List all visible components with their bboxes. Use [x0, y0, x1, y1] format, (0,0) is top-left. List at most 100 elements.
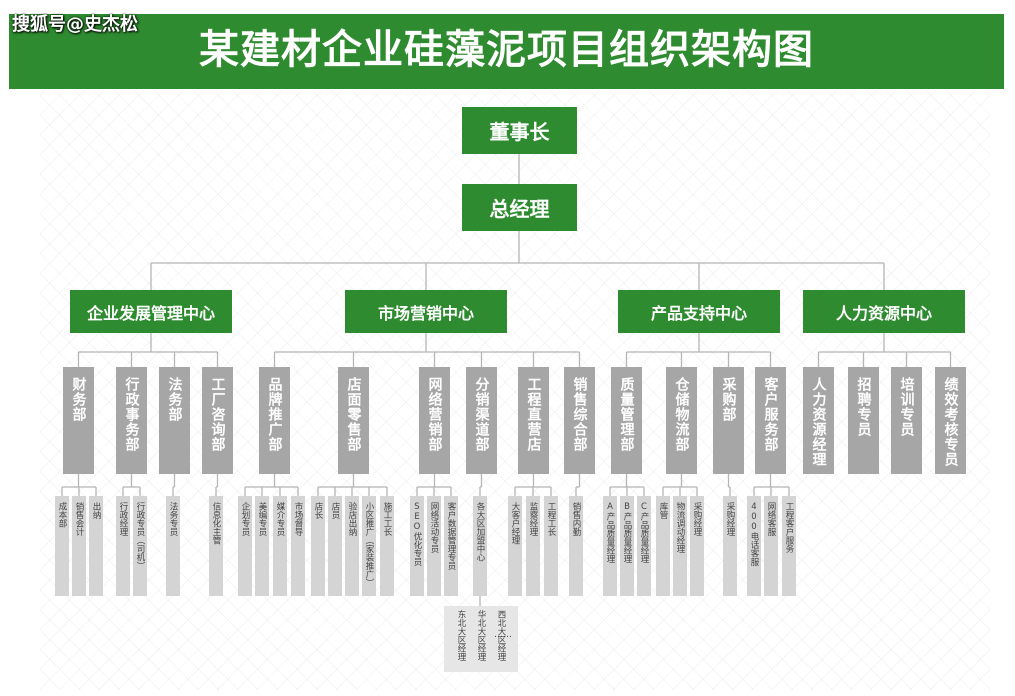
department-label: 店面零售部	[345, 377, 362, 452]
position-box: C产品质量经理	[637, 496, 651, 596]
position-box: 信息化主管	[209, 496, 223, 596]
position-label: 400电话客服	[749, 502, 759, 566]
position-label: 美编专员	[257, 502, 267, 536]
region-item: 西北大区经理	[496, 610, 506, 661]
department-box: 客户服务部	[755, 367, 786, 474]
position-label: 网络客服	[766, 502, 776, 536]
position-box: 工程工长	[544, 496, 558, 596]
position-label: 小区推广（家装推广）	[364, 502, 374, 587]
department-label: 培训专员	[898, 377, 915, 437]
position-box: 小区推广（家装推广）	[362, 496, 376, 596]
department-box: 招聘专员	[848, 367, 879, 474]
department-box: 人力资源经理	[803, 367, 834, 474]
position-box: 店长	[311, 496, 325, 596]
position-box: 库管	[656, 496, 670, 596]
department-label: 人力资源经理	[810, 377, 827, 467]
position-box: 采购经理	[723, 496, 737, 596]
center-label: 产品支持中心	[650, 303, 747, 323]
position-label: 工程工长	[546, 502, 556, 536]
position-label: 采购经理	[692, 502, 702, 536]
position-label: 出纳	[91, 502, 101, 519]
department-label: 法务部	[166, 377, 183, 422]
position-box: 行政经理	[116, 496, 130, 596]
center-box-enterprise: 企业发展管理中心	[70, 290, 232, 333]
position-label: 市场督导	[293, 502, 303, 536]
position-box: 物流调动经理	[673, 496, 687, 596]
gm-label: 总经理	[489, 197, 550, 221]
department-label: 品牌推广部	[266, 377, 283, 452]
position-label: 客户数据管理专员	[446, 502, 456, 570]
region-ellipsis: ……	[494, 630, 512, 640]
department-box: 工厂咨询部	[202, 367, 233, 474]
position-label: 店长	[313, 502, 323, 519]
department-box: 店面零售部	[338, 367, 369, 474]
page-title: 某建材企业硅藻泥项目组织架构图	[199, 27, 814, 73]
department-label: 质量管理部	[618, 377, 635, 452]
position-label: 企划专员	[240, 502, 250, 536]
position-label: 物流调动经理	[675, 502, 685, 553]
position-label: 各大区加盟中心	[475, 502, 485, 562]
department-box: 仓储物流部	[666, 367, 697, 474]
position-box: 监察经理	[526, 496, 540, 596]
department-label: 财务部	[70, 377, 87, 422]
center-box-hr: 人力资源中心	[803, 290, 965, 333]
department-box: 品牌推广部	[259, 367, 290, 474]
position-box: 美编专员	[255, 496, 269, 596]
position-label: B产品质量经理	[622, 502, 632, 563]
position-label: 施工工长	[382, 502, 392, 536]
position-label: 行政专员（司机）	[135, 502, 145, 570]
department-box: 行政事务部	[116, 367, 147, 474]
department-label: 工厂咨询部	[209, 377, 226, 452]
department-label: 分销渠道部	[473, 377, 490, 452]
position-box: 媒介专员	[273, 496, 287, 596]
department-label: 绩效考核专员	[942, 377, 959, 467]
department-box: 财务部	[63, 367, 94, 474]
department-box: 法务部	[159, 367, 190, 474]
department-label: 销售综合部	[571, 377, 588, 452]
position-label: 成本部	[57, 502, 67, 528]
position-label: 验店出纳	[347, 502, 357, 536]
position-box: 行政专员（司机）	[133, 496, 147, 596]
position-label: A产品质量经理	[605, 502, 615, 563]
position-label: 销售内勤	[571, 502, 581, 536]
position-label: 库管	[658, 502, 668, 519]
position-label: 销售会计	[74, 502, 84, 536]
position-box: 店员	[328, 496, 342, 596]
position-label: SEO优化专员	[412, 502, 422, 566]
department-label: 采购部	[720, 377, 737, 422]
position-box: 大客户经理	[508, 496, 522, 596]
chairman-box: 董事长	[462, 107, 577, 154]
department-box: 工程直营店	[518, 367, 549, 474]
position-label: C产品质量经理	[639, 502, 649, 563]
gm-box: 总经理	[462, 184, 577, 231]
region-box: 东北大区经理 华北大区经理 西北大区经理	[444, 606, 518, 672]
center-label: 市场营销中心	[377, 303, 474, 323]
position-label: 网络活动专员	[429, 502, 439, 553]
department-box: 销售综合部	[564, 367, 595, 474]
department-box: 质量管理部	[611, 367, 642, 474]
position-label: 法务专员	[168, 502, 178, 536]
position-box: 市场督导	[291, 496, 305, 596]
position-box: 销售内勤	[569, 496, 583, 596]
department-label: 行政事务部	[123, 377, 140, 452]
position-box: 采购经理	[690, 496, 704, 596]
watermark: 搜狐号@史杰松	[12, 14, 138, 35]
department-box: 分销渠道部	[466, 367, 497, 474]
department-label: 工程直营店	[525, 377, 542, 452]
position-label: 媒介专员	[275, 502, 285, 536]
position-label: 工程客户服务	[784, 502, 794, 553]
position-box: SEO优化专员	[410, 496, 424, 596]
position-box: 法务专员	[166, 496, 180, 596]
center-box-product: 产品支持中心	[618, 290, 780, 333]
position-box: 成本部	[55, 496, 69, 596]
region-item: 华北大区经理	[476, 610, 486, 661]
position-box: 工程客户服务	[782, 496, 796, 596]
chairman-label: 董事长	[489, 120, 550, 144]
position-box: 验店出纳	[345, 496, 359, 596]
center-label: 人力资源中心	[835, 303, 932, 323]
position-box: 网络客服	[764, 496, 778, 596]
title-banner: 某建材企业硅藻泥项目组织架构图	[9, 14, 1004, 89]
position-box: 各大区加盟中心	[473, 496, 487, 596]
region-item: 东北大区经理	[456, 610, 466, 661]
